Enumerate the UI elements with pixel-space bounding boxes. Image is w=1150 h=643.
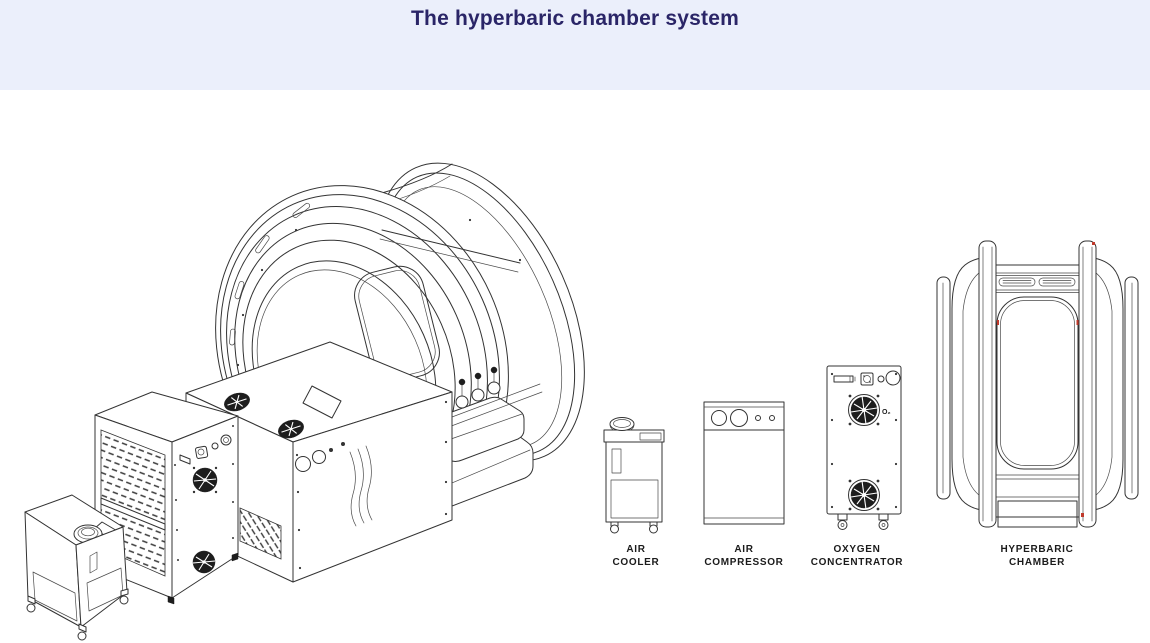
support-post	[978, 240, 997, 528]
page-title: The hyperbaric chamber system	[411, 7, 739, 30]
air-cooler-label: AIR COOLER	[612, 544, 660, 568]
air-compressor-label: AIR COMPRESSOR	[704, 544, 784, 568]
vent-slot	[833, 375, 854, 383]
fan-icon	[192, 550, 216, 574]
air-compressor-front-illustration	[703, 401, 785, 525]
caster-wheel-icon	[77, 623, 87, 641]
accent-mark	[1092, 242, 1095, 245]
support-post	[1078, 240, 1097, 528]
base-block	[997, 500, 1078, 528]
oxygen-concentrator-front-illustration: O₂	[826, 365, 902, 530]
oxygen-concentrator-isometric	[185, 341, 453, 583]
caster-wheel-icon	[610, 521, 619, 534]
caster-wheel-icon	[649, 521, 658, 534]
system-assembly-isometric-illustration	[24, 162, 585, 641]
fan-icon	[192, 466, 218, 494]
fan-icon	[278, 419, 304, 439]
caster-wheel-icon	[26, 595, 36, 613]
accent-mark	[1081, 513, 1084, 517]
air-cooler-front-illustration	[603, 417, 665, 534]
caster-wheel-icon	[878, 513, 889, 530]
fan-icon	[848, 394, 880, 426]
connector-slot	[179, 454, 191, 465]
caster-wheel-icon	[119, 588, 129, 605]
vent-slot	[1038, 277, 1076, 287]
hyperbaric-chamber-side-illustration	[936, 240, 1139, 528]
hoses	[349, 445, 373, 527]
accent-mark	[1076, 320, 1079, 325]
oxygen-concentrator-label: OXYGEN CONCENTRATOR	[810, 544, 904, 568]
viewport-window	[996, 296, 1079, 470]
power-connector	[195, 445, 209, 459]
accent-mark	[997, 320, 999, 325]
vent-slot	[998, 277, 1036, 287]
hyperbaric-chamber-label: HYPERBARIC CHAMBER	[1000, 544, 1074, 568]
fan-icon	[224, 392, 250, 412]
vent-grille	[239, 507, 282, 560]
fan-icon	[848, 479, 880, 511]
page-header: The hyperbaric chamber system	[0, 0, 1150, 90]
air-cooler-isometric	[24, 494, 129, 641]
caster-wheel-icon	[837, 513, 848, 530]
power-connector	[860, 372, 874, 386]
o2-marking: O₂	[882, 409, 891, 416]
top-plate	[302, 385, 342, 419]
